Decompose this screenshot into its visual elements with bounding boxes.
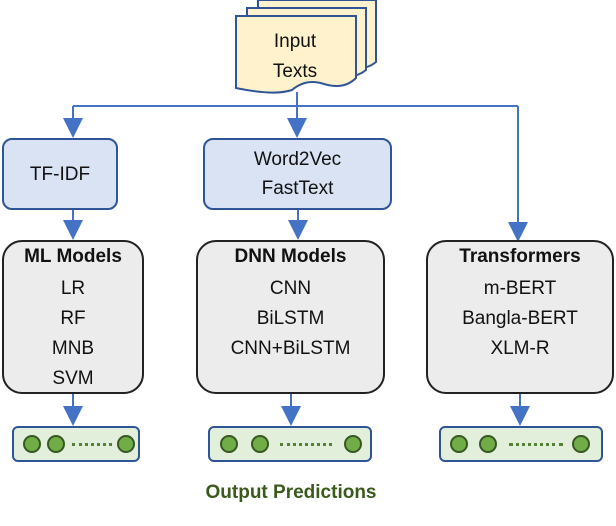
ml-models-box: ML Models LR RF MNB SVM — [2, 240, 144, 394]
prediction-dot — [572, 435, 590, 453]
tfidf-box: TF-IDF — [2, 138, 118, 210]
transformers-box: Transformers m-BERT Bangla-BERT XLM-R — [426, 240, 614, 394]
dnn-model-item: CNN — [269, 278, 312, 299]
prediction-dot — [251, 435, 269, 453]
prediction-dot — [117, 435, 135, 453]
dnn-models-box: DNN Models CNN BiLSTM CNN+BiLSTM — [196, 240, 385, 394]
output-predictions-label: Output Predictions — [205, 482, 377, 503]
input-line-1: Input — [273, 31, 317, 52]
tfidf-label: TF-IDF — [29, 163, 91, 185]
prediction-dot — [47, 435, 65, 453]
prediction-dot — [23, 435, 41, 453]
ml-model-item: MNB — [51, 338, 95, 359]
prediction-dot — [344, 435, 362, 453]
ml-model-item: SVM — [52, 368, 94, 389]
transformers-output-bar — [439, 426, 603, 462]
dnn-models-title: DNN Models — [234, 246, 347, 267]
ml-output-bar — [12, 426, 140, 462]
ellipsis-dots — [280, 443, 332, 446]
input-texts-document-icon — [235, 0, 377, 94]
ellipsis-dots — [509, 443, 563, 446]
transformer-model-item: m-BERT — [483, 278, 557, 299]
dnn-model-item: BiLSTM — [256, 308, 325, 329]
word2vec-fasttext-box: Word2Vec FastText — [203, 138, 392, 210]
input-texts-label: Input Texts — [236, 27, 354, 87]
prediction-dot — [220, 435, 238, 453]
dnn-model-item: CNN+BiLSTM — [230, 338, 351, 359]
input-line-2: Texts — [272, 61, 318, 82]
word2vec-label: Word2Vec — [253, 149, 342, 170]
ml-model-item: RF — [60, 308, 86, 329]
prediction-dot — [450, 435, 468, 453]
fasttext-label: FastText — [261, 178, 334, 199]
document-front — [235, 15, 357, 94]
prediction-dot — [479, 435, 497, 453]
dnn-output-bar — [208, 426, 372, 462]
ml-models-title: ML Models — [24, 246, 122, 267]
transformers-title: Transformers — [459, 246, 581, 267]
transformer-model-item: XLM-R — [490, 338, 550, 359]
transformer-model-item: Bangla-BERT — [462, 308, 578, 329]
ellipsis-dots — [72, 443, 112, 446]
ml-model-item: LR — [60, 278, 86, 299]
